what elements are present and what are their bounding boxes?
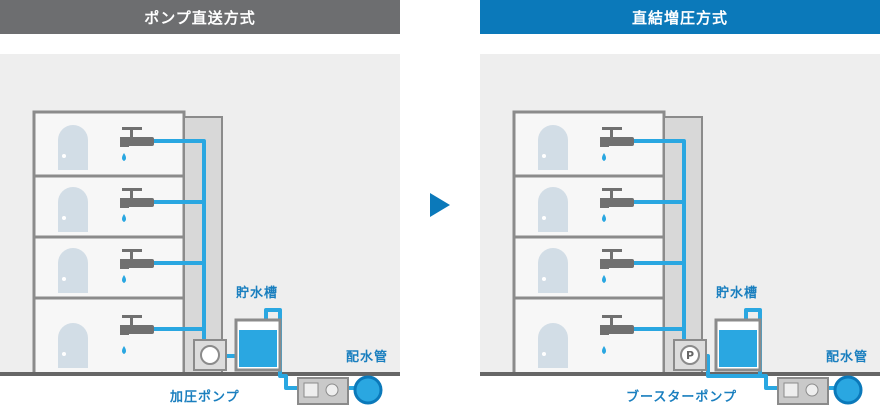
water-drop-icon xyxy=(122,153,126,354)
pump-mark: P xyxy=(686,349,694,362)
pump-label: ブースターポンプ xyxy=(626,390,737,405)
booster-pump: P xyxy=(673,339,707,371)
building xyxy=(512,110,703,376)
door-icon xyxy=(538,125,568,368)
panel-title: 直結増圧方式 xyxy=(480,0,880,34)
faucet-icon xyxy=(600,127,634,335)
pump-direct-panel: ポンプ直送方式 xyxy=(0,0,400,411)
ground-line xyxy=(480,372,880,376)
pump-label: 加圧ポンプ xyxy=(170,390,240,405)
main-label: 配水管 xyxy=(826,350,869,365)
meter-box xyxy=(297,377,349,405)
water-main xyxy=(833,375,863,405)
tank-label: 貯水槽 xyxy=(236,286,279,301)
faucet-icon xyxy=(120,127,154,335)
water-tank xyxy=(714,318,762,372)
water-tank xyxy=(234,318,282,372)
pump-direct-diagram xyxy=(0,54,400,405)
ground-line xyxy=(0,372,400,376)
panel-title: ポンプ直送方式 xyxy=(0,0,400,34)
direct-boost-diagram: P xyxy=(480,54,880,405)
arrow-right-icon xyxy=(430,193,450,217)
door-icon xyxy=(58,125,88,368)
booster-pump xyxy=(193,339,227,371)
water-main xyxy=(353,375,383,405)
water-drop-icon xyxy=(602,153,606,354)
direct-boost-panel: 直結増圧方式 xyxy=(480,0,880,411)
main-label: 配水管 xyxy=(346,350,389,365)
tank-label: 貯水槽 xyxy=(716,286,759,301)
meter-box xyxy=(777,377,829,405)
building xyxy=(32,110,223,376)
